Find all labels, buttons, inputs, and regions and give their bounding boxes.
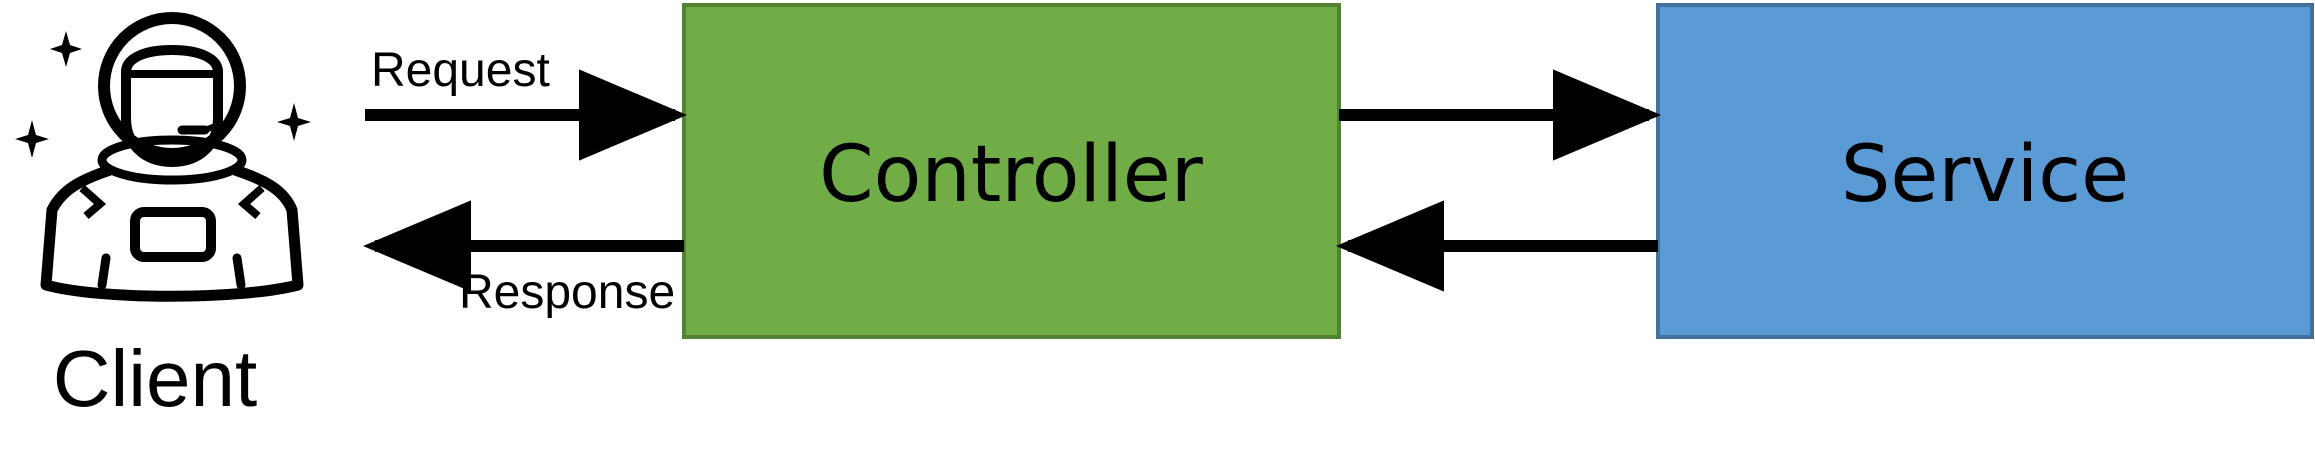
service-box[interactable] — [1656, 3, 2314, 339]
response-label: Response — [459, 266, 675, 319]
controller-label: Controller — [819, 130, 1204, 220]
request-label: Request — [371, 44, 550, 97]
service-label: Service — [1841, 130, 2129, 220]
astronaut-user-icon — [15, 12, 311, 302]
sparkle-icon — [50, 31, 82, 67]
client-label: Client — [53, 334, 258, 423]
sparkle-icon — [277, 103, 311, 141]
controller-box[interactable] — [682, 3, 1341, 339]
sparkle-icon — [15, 120, 49, 158]
